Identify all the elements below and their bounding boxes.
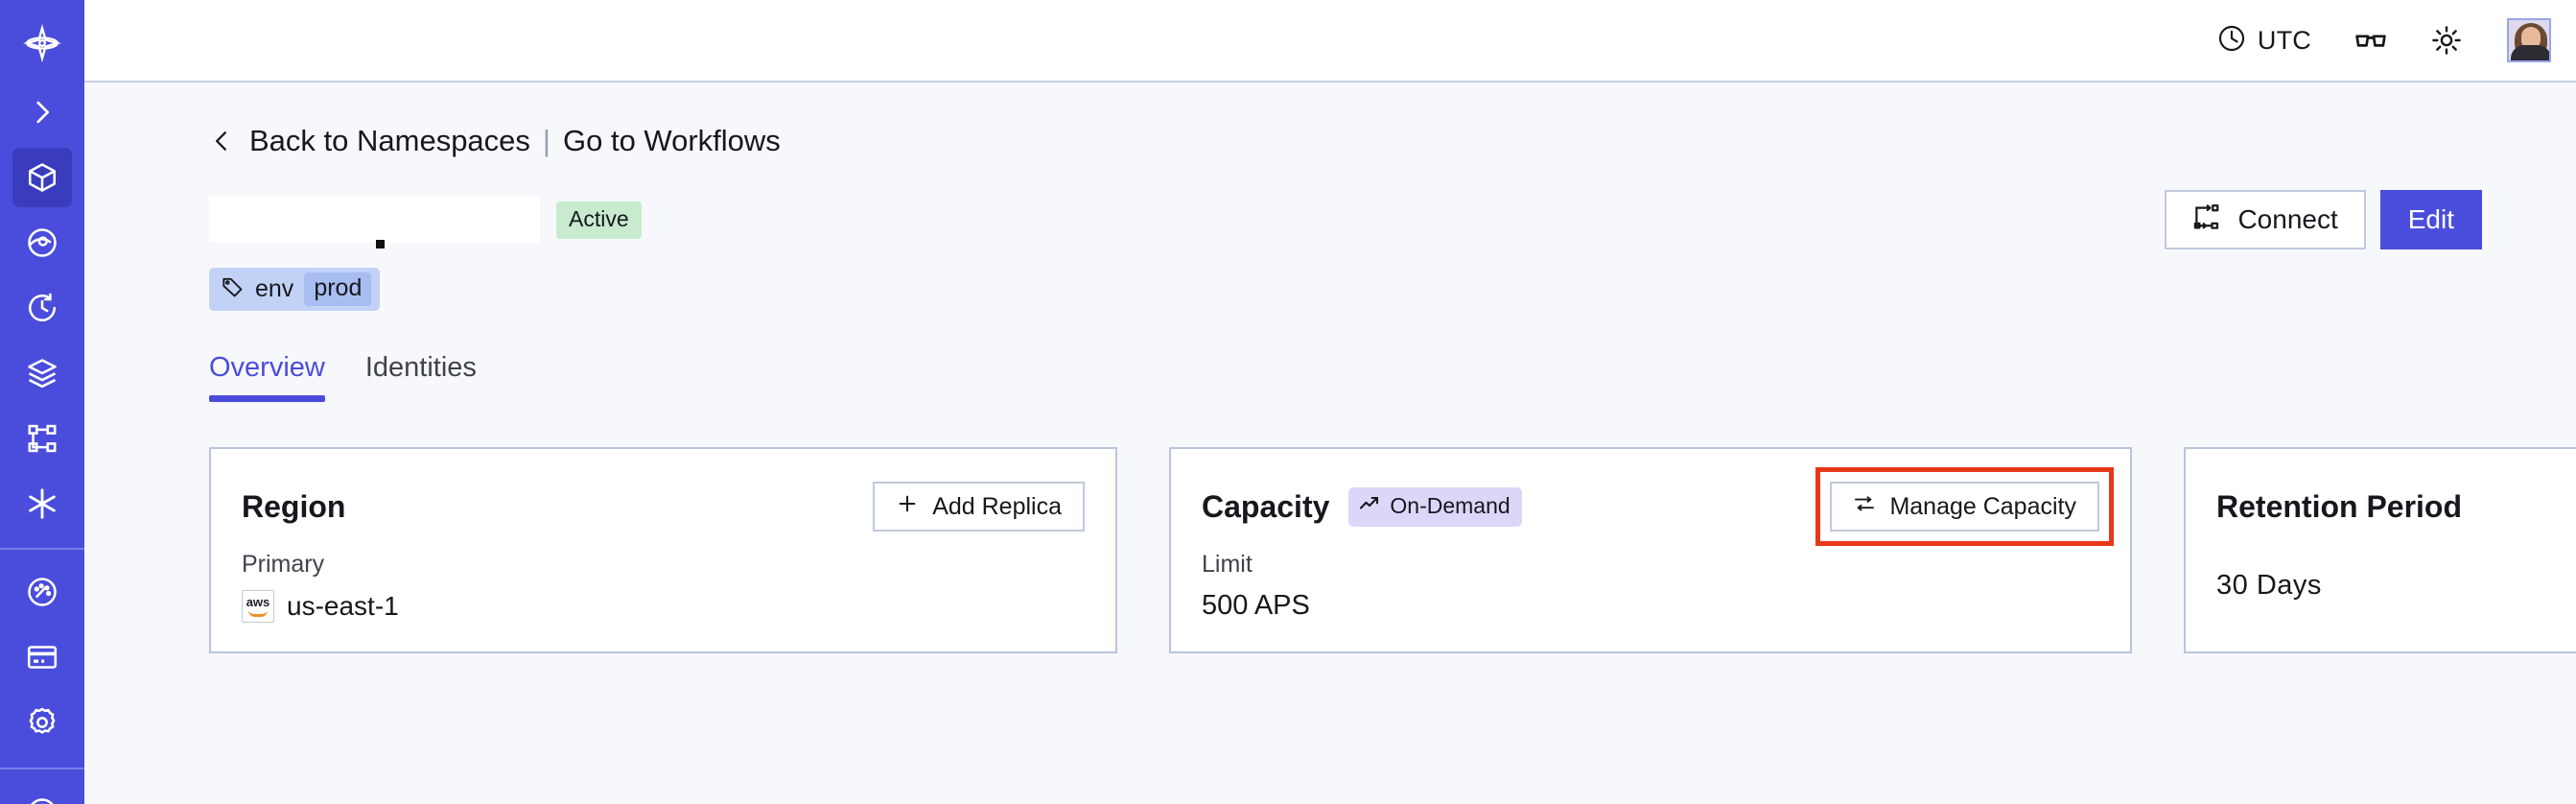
temporal-logo-icon[interactable] [12,13,72,73]
region-value: us-east-1 [287,591,399,621]
chevron-left-icon[interactable] [209,125,234,157]
breadcrumb: Back to Namespaces | Go to Workflows [209,83,2482,158]
status-badge: Active [556,201,642,239]
retention-card-title: Retention Period [2216,488,2463,524]
sidebar-divider-1 [0,548,84,550]
manage-capacity-label: Manage Capacity [1889,492,2076,520]
sidebar-divider-2 [0,768,84,769]
retention-card: Retention Period 30 Days [2184,447,2576,653]
region-card-header: Region Add Replica [242,480,1085,533]
capacity-limit-value: 500 APS [1202,590,1310,621]
retention-value: 30 Days [2216,570,2322,601]
tab-bar: Overview Identities [209,352,2482,402]
sidebar-item-schedules[interactable] [12,278,72,338]
sidebar-item-settings[interactable] [12,693,72,752]
sidebar-item-namespaces[interactable] [12,148,72,207]
breadcrumb-divider: | [542,124,550,157]
main-content: Back to Namespaces | Go to Workflows Act… [84,83,2576,804]
clock-icon [2216,23,2247,59]
capacity-card-title: Capacity [1202,488,1330,524]
namespace-title-row: Active [209,190,2482,249]
sliders-icon [1853,492,1876,522]
avatar[interactable] [2507,18,2551,62]
capacity-card-action: Manage Capacity [1815,467,2114,546]
timezone-selector[interactable]: UTC [2216,23,2311,59]
capacity-card-header: Capacity On-Demand [1202,467,2114,546]
overview-cards: Region Add Replica [209,447,2576,653]
sun-icon[interactable] [2430,24,2463,57]
trending-up-icon [1358,492,1381,521]
aws-logo: aws [242,590,274,623]
breadcrumb-back-link[interactable]: Back to Namespaces [249,124,530,157]
add-replica-label: Add Replica [932,492,1062,520]
namespace-actions: Connect Edit [2165,190,2482,249]
connect-button[interactable]: Connect [2165,190,2366,249]
capacity-limit-label: Limit [1202,551,1253,578]
tab-rule [209,397,2482,402]
breadcrumb-workflows-link[interactable]: Go to Workflows [562,124,781,157]
tab-overview[interactable]: Overview [209,352,325,402]
on-demand-label: On-Demand [1390,493,1510,518]
tag-value: prod [304,272,372,306]
connect-flow-icon [2192,202,2221,238]
region-card-title: Region [242,488,346,524]
retention-card-header: Retention Period [2216,480,2576,533]
manage-capacity-button[interactable]: Manage Capacity [1830,482,2099,532]
add-replica-button[interactable]: Add Replica [873,482,1085,532]
tag-icon [221,275,245,304]
capacity-card: Capacity On-Demand [1169,447,2132,653]
plus-icon [896,492,919,522]
sidebar-item-billing[interactable] [12,627,72,687]
sidebar-item-usage[interactable] [12,562,72,622]
right-pane: UTC [84,0,2576,804]
region-card-action: Add Replica [873,482,1085,532]
tab-identities[interactable]: Identities [364,352,477,383]
tag-key: env [255,275,294,302]
page-title [209,197,540,248]
on-demand-badge: On-Demand [1348,486,1522,527]
sidebar-item-observability[interactable] [12,213,72,272]
namespace-tags: env prod [209,268,2482,311]
timezone-label: UTC [2257,25,2311,55]
sidebar-item-batch-operations[interactable] [12,343,72,403]
region-card: Region Add Replica [209,447,1117,653]
edit-button[interactable]: Edit [2379,190,2482,249]
glasses-icon[interactable] [2354,23,2388,58]
sidebar-item-expand-sidebar[interactable] [12,83,72,142]
left-sidebar [0,0,84,804]
sidebar-item-help[interactable] [12,783,72,804]
top-header-bar: UTC [84,0,2576,83]
region-value-row: aws us-east-1 [242,590,1085,623]
sidebar-item-nexus[interactable] [12,474,72,533]
connect-button-label: Connect [2237,204,2338,234]
region-primary-label: Primary [242,551,325,578]
tag-chip-env[interactable]: env prod [209,268,381,311]
sidebar-item-workflows[interactable] [12,409,72,468]
